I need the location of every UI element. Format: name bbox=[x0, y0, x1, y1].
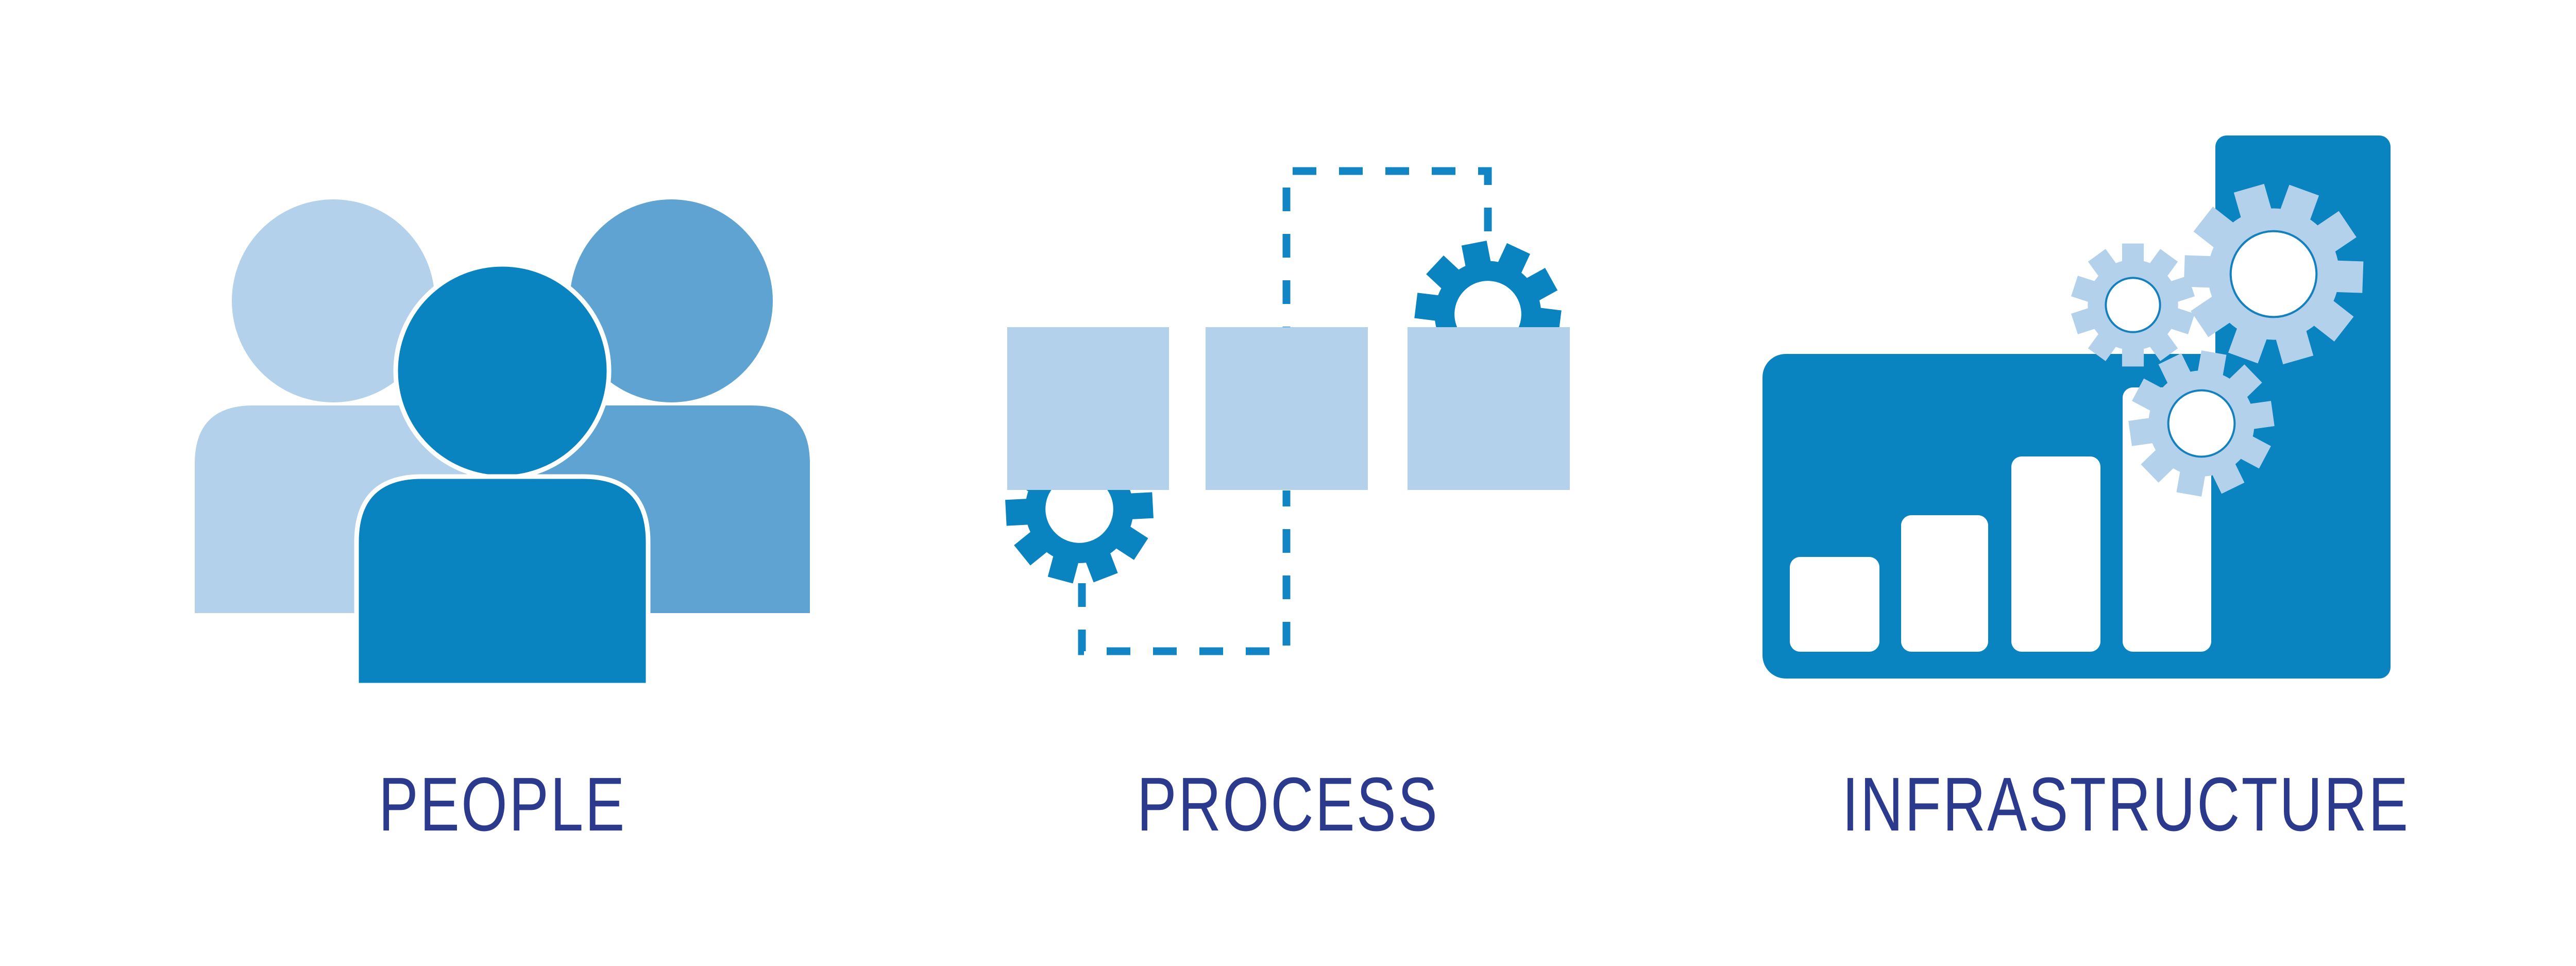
people-label-text: PEOPLE bbox=[378, 762, 626, 847]
process-label-text: PROCESS bbox=[1137, 762, 1439, 847]
dashed-connector-top bbox=[1282, 167, 1492, 350]
chart-bar-3 bbox=[2011, 456, 2100, 652]
gear-icon-infra-medium bbox=[2117, 340, 2285, 507]
infrastructure-growth-icon bbox=[1762, 135, 2391, 679]
process-step-square-2 bbox=[1206, 327, 1368, 490]
person-front-body bbox=[354, 474, 651, 688]
chart-bar-1 bbox=[1790, 557, 1879, 652]
process-flow-icon bbox=[989, 167, 1585, 655]
process-label: PROCESS bbox=[979, 762, 1597, 847]
gear-icon-infra-small bbox=[2071, 243, 2195, 367]
person-back-right-head bbox=[570, 199, 773, 402]
gear-icon-infra-large bbox=[2158, 159, 2389, 389]
process-step-square-3 bbox=[1408, 327, 1570, 490]
process-step-square-1 bbox=[1007, 327, 1169, 490]
chart-bar-2 bbox=[1901, 515, 1988, 652]
people-group-icon bbox=[195, 199, 810, 688]
person-back-left-head bbox=[232, 199, 435, 402]
person-front-head bbox=[393, 262, 612, 480]
infrastructure-label: INFRASTRUCTURE bbox=[1762, 767, 2408, 843]
infrastructure-label-text: INFRASTRUCTURE bbox=[1842, 762, 2410, 847]
people-label: PEOPLE bbox=[193, 762, 811, 847]
